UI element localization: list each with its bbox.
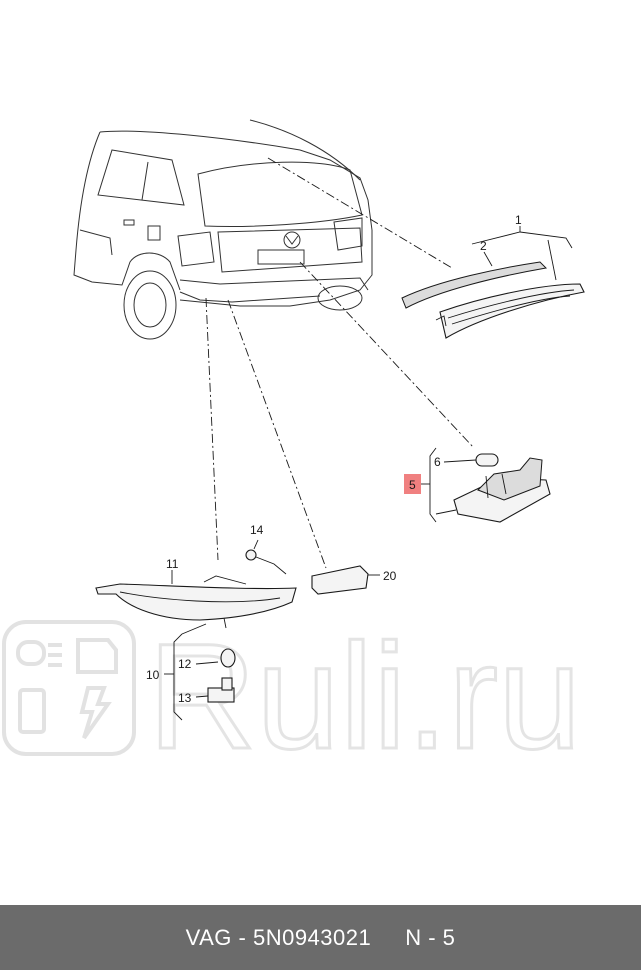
callout-bracket-10 — [164, 623, 207, 721]
part-20-reflector — [311, 565, 380, 595]
callout-bracket-1 — [471, 226, 573, 281]
part-6-bulb — [475, 453, 499, 467]
callout-2: 2 — [480, 239, 487, 253]
part-14-screw — [245, 539, 287, 575]
part-5-plate-lamp — [453, 457, 551, 523]
watermark-logo-icon — [16, 638, 118, 740]
callout-10: 10 — [146, 668, 160, 682]
callout-14: 14 — [250, 523, 264, 537]
callout-11: 11 — [166, 557, 179, 571]
callout-13: 13 — [178, 691, 192, 705]
callout-bracket-5 — [420, 447, 477, 523]
callout-20: 20 — [383, 569, 397, 583]
callout-12: 12 — [178, 657, 192, 671]
car-rear-view — [73, 119, 373, 340]
callout-5-highlight — [404, 474, 421, 494]
footer-bar: VAG - 5N0943021 N - 5 — [0, 905, 641, 970]
part-13-socket — [195, 677, 235, 703]
callout-5: 5 — [409, 478, 416, 492]
callout-1: 1 — [515, 213, 522, 227]
footer-part-number: VAG - 5N0943021 — [185, 924, 372, 950]
part-2-trim-strip — [401, 261, 548, 309]
callout-6: 6 — [434, 455, 441, 469]
leader-lines — [205, 157, 475, 569]
part-11-rear-fog-lamp — [95, 575, 297, 629]
part-12-bulb — [195, 648, 236, 668]
footer-page-ref: N - 5 — [405, 924, 456, 950]
parts-diagram: Ruli.ru — [2, 119, 585, 782]
part-1-brake-light — [435, 283, 585, 339]
watermark: Ruli.ru — [2, 611, 583, 782]
